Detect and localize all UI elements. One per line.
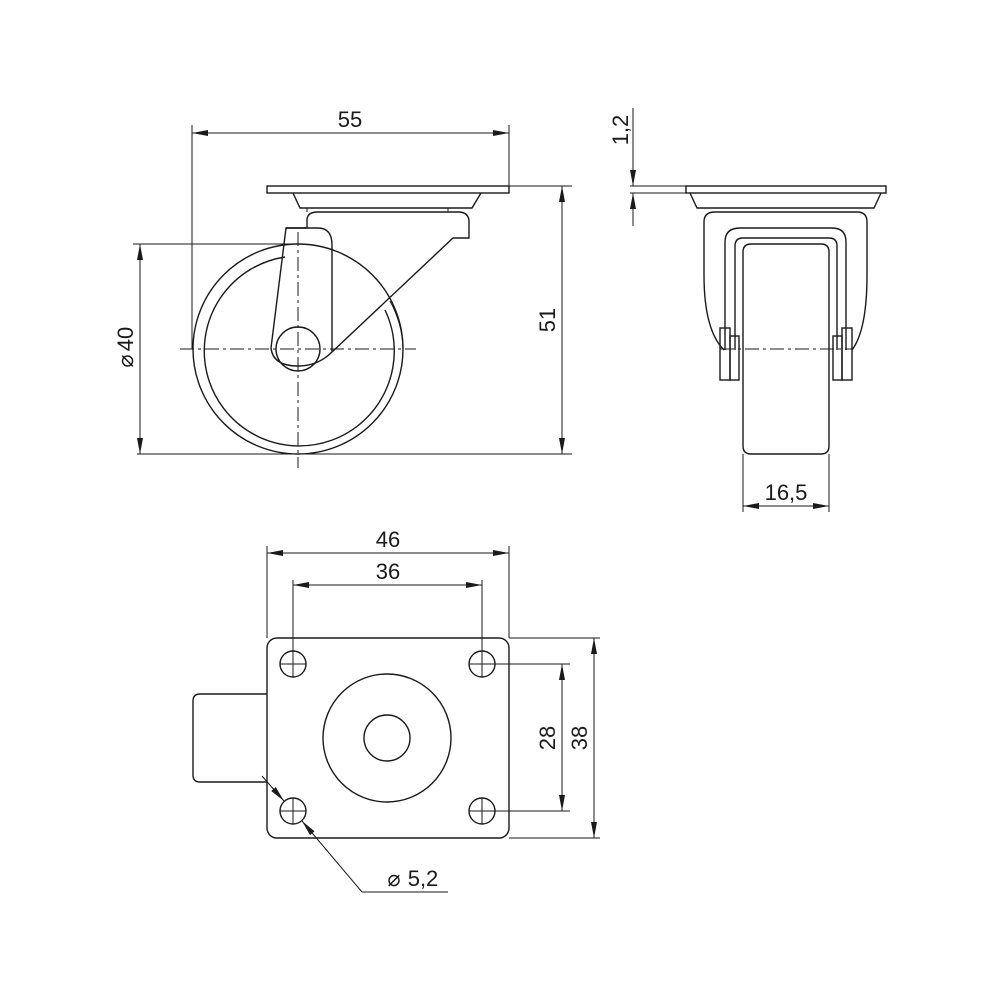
axle-nut-right: [841, 327, 853, 381]
dim-overall-width: 55: [338, 107, 362, 132]
front-fork-outer: [703, 211, 868, 351]
top-view: 46 36 28 38 ⌀ 5,2: [192, 527, 600, 893]
hole-diameter-symbol: ⌀: [387, 866, 400, 891]
front-fork-leg: [724, 227, 847, 350]
wheel-inner: [203, 256, 395, 447]
diameter-symbol: ⌀: [113, 354, 138, 367]
dim-hole-spacing-x: 36: [376, 559, 400, 584]
dim-plate-width: 46: [376, 527, 400, 552]
brake-tab: [192, 693, 267, 783]
plate-bearing: [292, 192, 482, 209]
front-view: 1,2 16,5: [608, 108, 887, 512]
center-hole: [363, 714, 411, 762]
bearing-ring: [322, 673, 452, 803]
fork-body: [270, 211, 470, 367]
dim-hole-spacing-y: 28: [535, 726, 560, 750]
top-plate: [266, 637, 510, 839]
dim-overall-height: 51: [535, 308, 560, 332]
side-view: 55 51 ⌀ 40: [113, 107, 572, 468]
dim-hole-diameter: 5,2: [408, 866, 439, 891]
mounting-holes: [279, 650, 496, 825]
dim-plate-height: 38: [567, 726, 592, 750]
mounting-plate: [266, 185, 510, 194]
front-mounting-plate: [685, 185, 887, 194]
dim-wheel-diameter: 40: [113, 327, 138, 351]
dim-wheel-width: 16,5: [765, 480, 808, 505]
dim-plate-thickness: 1,2: [608, 115, 633, 146]
